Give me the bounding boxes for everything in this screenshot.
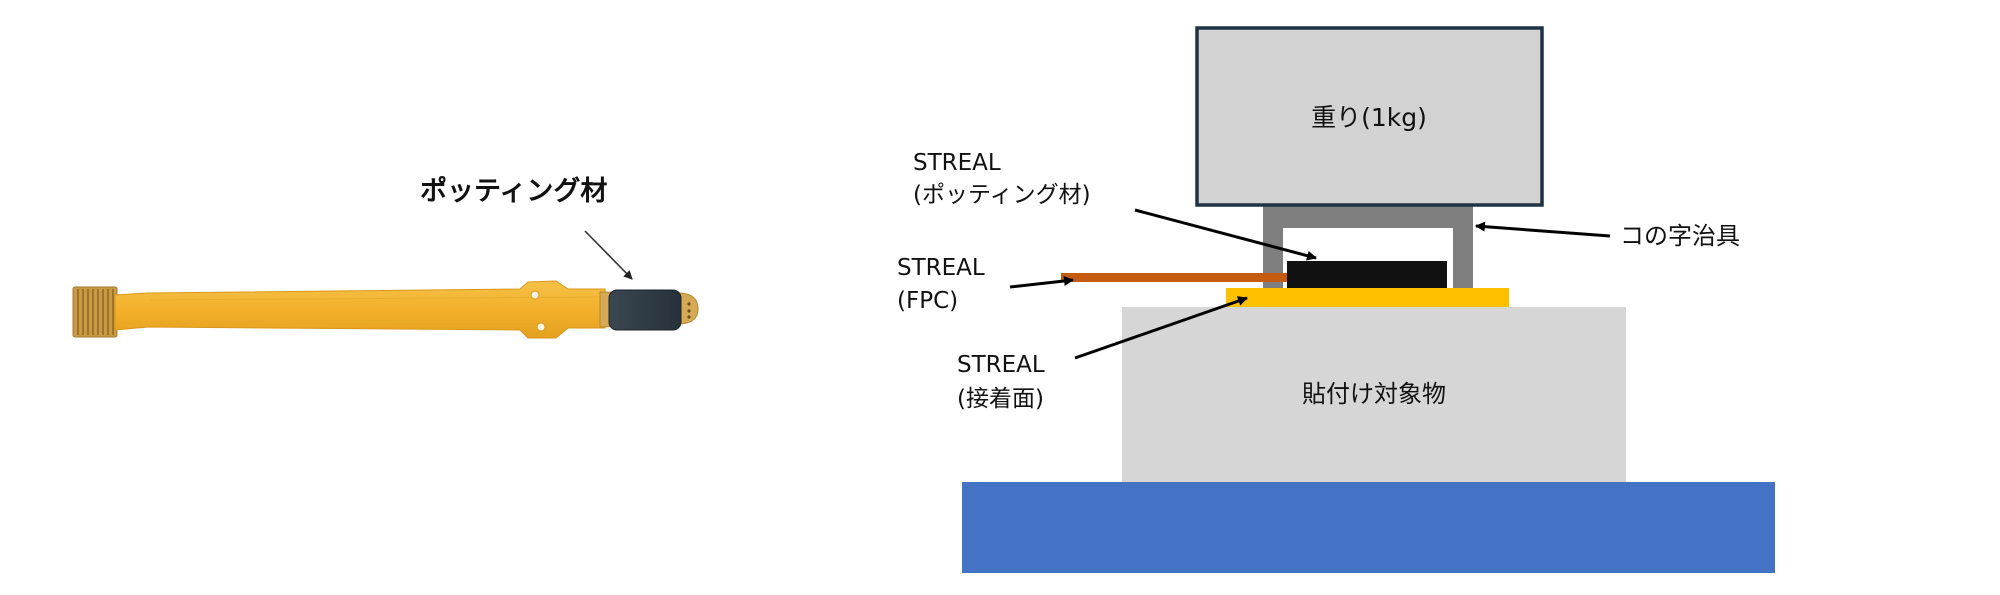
product-photo: ポッティング材 bbox=[72, 175, 699, 339]
target-object bbox=[1122, 307, 1626, 482]
potting-material bbox=[608, 289, 682, 331]
potting-block bbox=[1287, 261, 1447, 288]
streal-fpc-line2: (FPC) bbox=[897, 288, 958, 314]
streal-fpc-label: STREAL (FPC) bbox=[897, 255, 992, 314]
streal-fpc-line1: STREAL bbox=[897, 255, 985, 281]
callout-arrow bbox=[584, 230, 633, 280]
cross-section-diagram: 貼付け対象物 重り(1kg) STREAL (ポッティング材) STREAL (… bbox=[897, 26, 1775, 573]
weight-block bbox=[1195, 26, 1544, 207]
streal-adhesive-line2: (接着面) bbox=[957, 386, 1044, 412]
streal-fpc-arrow bbox=[1009, 276, 1074, 289]
streal-potting-arrow bbox=[1134, 208, 1317, 261]
flex-cable bbox=[114, 280, 606, 339]
streal-adhesive-line1: STREAL bbox=[957, 352, 1045, 378]
mount-hole bbox=[536, 322, 546, 332]
adhesive-layer bbox=[1226, 288, 1509, 307]
weight-label: 重り(1kg) bbox=[1311, 103, 1427, 132]
streal-adhesive-label: STREAL (接着面) bbox=[957, 352, 1052, 412]
streal-potting-label: STREAL (ポッティング材) bbox=[913, 150, 1091, 208]
base-stage bbox=[962, 482, 1775, 573]
streal-adhesive-arrow bbox=[1074, 296, 1248, 360]
target-label: 貼付け対象物 bbox=[1302, 380, 1446, 408]
connector-pad bbox=[72, 286, 118, 338]
mount-hole bbox=[530, 290, 540, 300]
u-jig bbox=[1263, 205, 1473, 288]
streal-potting-line2: (ポッティング材) bbox=[913, 182, 1091, 208]
potting-callout: ポッティング材 bbox=[420, 175, 607, 207]
jig-arrow bbox=[1475, 221, 1611, 238]
jig-label: コの字治具 bbox=[1620, 222, 1740, 250]
streal-potting-line1: STREAL bbox=[913, 150, 1001, 176]
fpc-strip bbox=[1061, 273, 1287, 282]
